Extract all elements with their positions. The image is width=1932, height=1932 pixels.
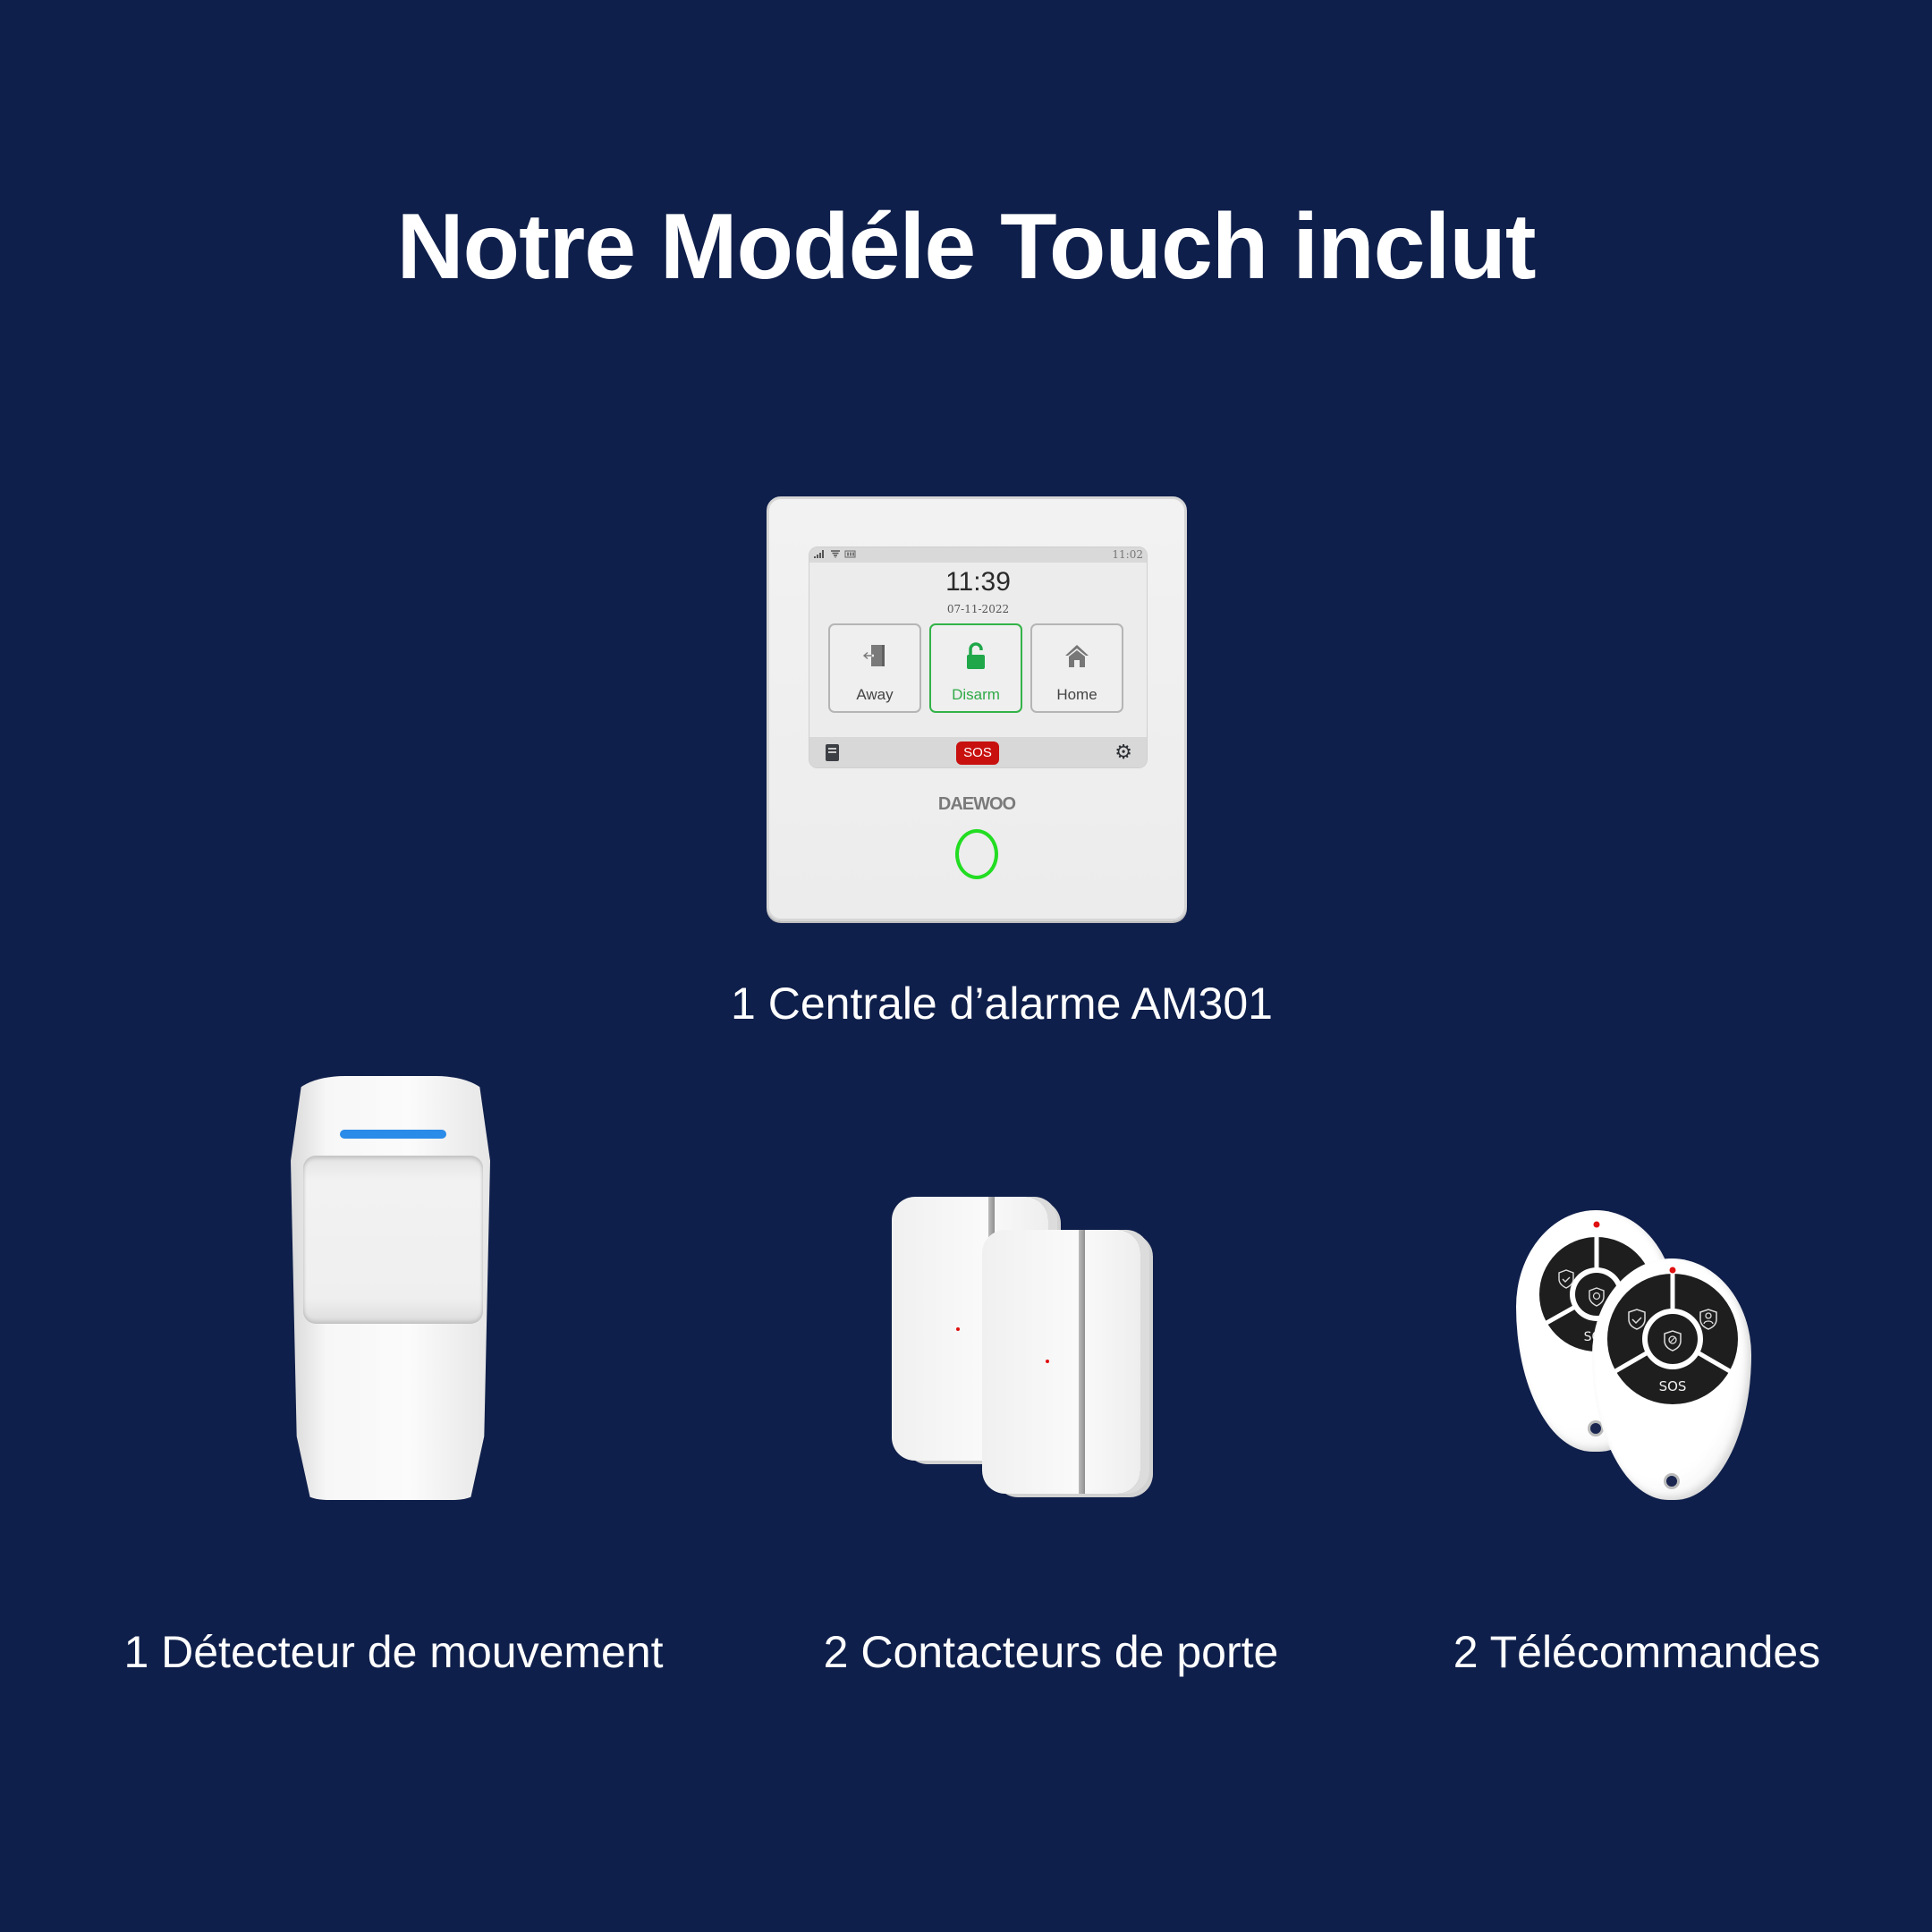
arm-shield-icon (1628, 1309, 1646, 1330)
signal-wifi-battery-icon (814, 550, 856, 558)
home-button[interactable]: Home (1030, 623, 1123, 713)
clock-date: 07-11-2022 (946, 603, 1010, 615)
panel-touchscreen: 11:02 11:39 07-11-2022 Away D (809, 547, 1148, 768)
exit-door-icon (830, 641, 919, 674)
panel-bottom-bar: SOS ⚙ (809, 737, 1147, 767)
clock-time: 11:39 (945, 567, 1011, 597)
page-title: Notre Modéle Touch inclut (396, 195, 1536, 299)
disarm-button[interactable]: Disarm (929, 623, 1022, 713)
red-led-dot (956, 1327, 960, 1331)
away-label: Away (856, 686, 894, 703)
pir-sensor-window (303, 1156, 483, 1324)
keyring-hole (1664, 1473, 1680, 1489)
gear-icon[interactable]: ⚙ (1114, 741, 1132, 763)
door-contact-front (982, 1230, 1140, 1494)
red-led-dot (1046, 1360, 1049, 1363)
home-icon (1032, 641, 1122, 674)
disarm-shield-icon (1664, 1330, 1682, 1352)
status-ring-led (955, 829, 998, 879)
caption-remotes: 2 Télécommandes (1453, 1627, 1821, 1677)
remote-fob-front: SOS (1592, 1258, 1751, 1500)
status-bar: 11:02 (809, 547, 1147, 563)
daewoo-logo: DAEWOO (937, 794, 1016, 814)
status-time: 11:02 (1112, 548, 1143, 561)
sos-key-label: SOS (1659, 1378, 1687, 1394)
menu-list-icon[interactable] (826, 744, 839, 761)
disarm-label: Disarm (952, 686, 1000, 703)
disarm-shield-icon (1589, 1287, 1605, 1307)
contact-groove (1079, 1230, 1085, 1494)
home-label: Home (1056, 686, 1097, 703)
remote-keypad: SOS (1607, 1267, 1738, 1404)
led-indicator (340, 1130, 446, 1139)
alarm-panel-image: 11:02 11:39 07-11-2022 Away D (767, 496, 1187, 921)
away-button[interactable]: Away (828, 623, 921, 713)
caption-motion-detector: 1 Détecteur de mouvement (123, 1627, 664, 1677)
motion-detector-image (291, 1076, 490, 1500)
arm-shield-icon (1558, 1269, 1574, 1289)
caption-alarm-panel: 1 Centrale d’alarme AM301 (731, 979, 1273, 1029)
unlock-icon (931, 641, 1021, 674)
caption-door-contacts: 2 Contacteurs de porte (823, 1627, 1279, 1677)
status-icons (813, 548, 867, 562)
home-user-shield-icon (1699, 1309, 1717, 1330)
sos-button[interactable]: SOS (956, 741, 999, 765)
